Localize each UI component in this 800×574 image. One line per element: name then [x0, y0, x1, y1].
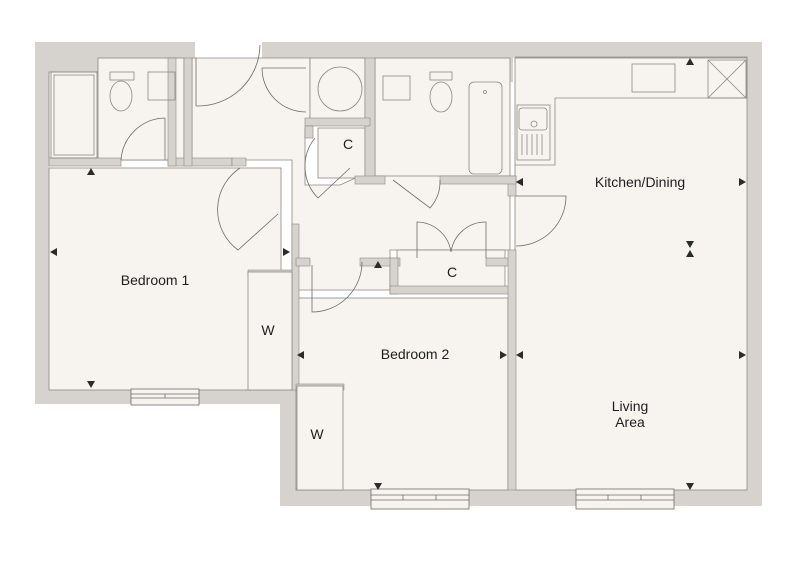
- arrow-down-icon: [686, 483, 694, 490]
- arrow-left-icon: [516, 178, 523, 186]
- ensuite-door: [120, 117, 166, 161]
- wardrobe-label-bedroom-1: W: [261, 322, 275, 338]
- room-label-kitchen-dining: Kitchen/Dining: [594, 174, 686, 190]
- arrow-right-icon: [283, 248, 290, 256]
- window-living: [575, 488, 675, 510]
- windows: [130, 388, 675, 510]
- entrance-door: [195, 44, 261, 107]
- arrow-left-icon: [297, 351, 304, 359]
- hob-icon: [631, 63, 676, 93]
- wardrobe-label-bedroom-2: W: [310, 426, 324, 442]
- arrow-left-icon: [50, 248, 57, 256]
- toilet-bowl-icon: [109, 80, 133, 112]
- dimension-markers: [50, 58, 746, 490]
- arrow-right-icon: [739, 351, 746, 359]
- room-label-area: Area: [615, 414, 645, 430]
- doors: [120, 44, 567, 313]
- fixtures: [50, 56, 748, 175]
- basin-icon: [147, 71, 176, 101]
- wardrobe-bedroom-1: [247, 271, 293, 391]
- shower-tray-icon: [50, 71, 98, 159]
- extractor-icon: [707, 59, 747, 99]
- window-bedroom-2: [370, 488, 470, 510]
- arrow-up-icon: [686, 250, 694, 257]
- arrow-down-icon: [374, 483, 382, 490]
- utility-door: [261, 67, 307, 113]
- bedroom2-door: [311, 261, 363, 313]
- wardrobe-bedroom-2: [296, 385, 344, 491]
- cupboard-hall-door: [304, 137, 351, 199]
- toilet-bowl-bath-icon: [429, 81, 453, 113]
- arrow-right-icon: [500, 351, 507, 359]
- room-label-living: Living: [611, 398, 649, 414]
- arrow-up-icon: [374, 261, 382, 268]
- cupboard-landing-doors: [416, 221, 487, 258]
- room-label-bedroom-2: Bedroom 2: [380, 346, 450, 362]
- bathtub-icon: [468, 81, 503, 175]
- cupboard-hall-floor: [317, 127, 366, 179]
- sink-icon: [516, 104, 551, 161]
- kitchen-door: [515, 195, 567, 247]
- basin-bathroom-icon: [382, 75, 411, 101]
- cupboard-landing-floor: [396, 249, 506, 289]
- kitchen-living-floor: [514, 57, 748, 491]
- toilet-cistern-icon: [109, 71, 135, 81]
- arrow-down-icon: [87, 381, 95, 388]
- arrow-left-icon: [516, 351, 523, 359]
- toilet-cistern-bath-icon: [429, 71, 453, 81]
- bathroom-door: [392, 179, 441, 209]
- arrow-up-icon: [686, 58, 694, 65]
- bedroom1-door: [217, 167, 279, 251]
- arrow-down-icon: [686, 241, 694, 248]
- cupboard-label-landing: C: [446, 264, 458, 280]
- room-label-bedroom-1: Bedroom 1: [120, 272, 190, 288]
- round-fixture-icon: [317, 66, 363, 112]
- internal-walls: [48, 57, 517, 491]
- arrow-right-icon: [739, 178, 746, 186]
- arrow-up-icon: [87, 168, 95, 175]
- cupboard-label-hall: C: [342, 136, 354, 152]
